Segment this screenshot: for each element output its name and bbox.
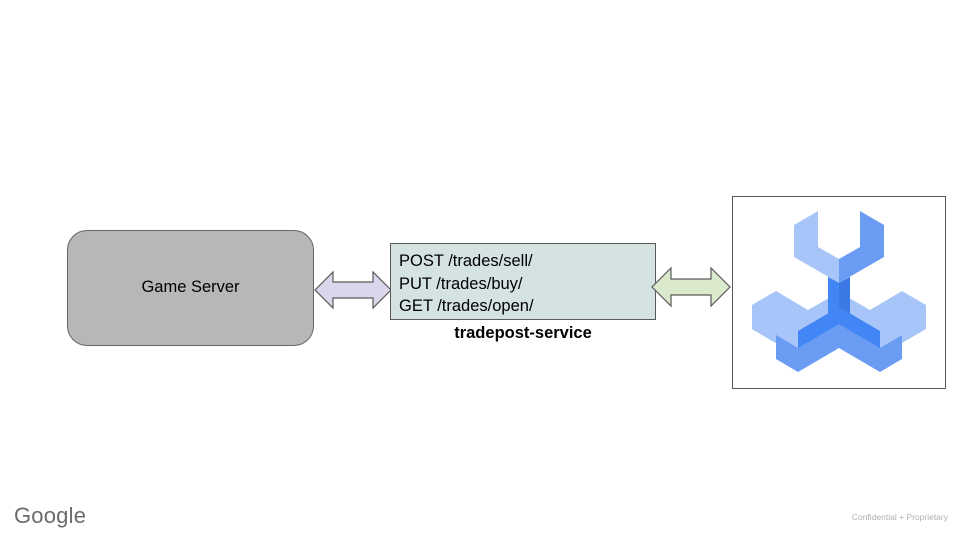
- tradepost-service-box[interactable]: POST /trades/sell/ PUT /trades/buy/ GET …: [390, 243, 656, 320]
- arrow-shape: [651, 266, 731, 308]
- google-wordmark: Google: [14, 503, 87, 528]
- endpoint-put: PUT /trades/buy/: [399, 274, 523, 293]
- game-server-to-service-arrow: [314, 268, 392, 312]
- endpoint-post: POST /trades/sell/: [399, 252, 533, 270]
- service-endpoint-list: POST /trades/sell/ PUT /trades/buy/ GET …: [399, 250, 655, 318]
- arrow-shape: [314, 270, 392, 310]
- tools-logo-frame: [732, 196, 946, 389]
- tradepost-service-caption: tradepost-service: [454, 324, 592, 342]
- game-server-box[interactable]: Game Server: [67, 230, 314, 346]
- cloud-tools-wrench-icon: [752, 210, 926, 372]
- service-to-tools-arrow: [651, 262, 731, 312]
- confidentiality-note: Confidential + Proprietary: [851, 512, 948, 522]
- endpoint-get: GET /trades/open/: [399, 297, 534, 315]
- game-server-label: Game Server: [141, 278, 240, 297]
